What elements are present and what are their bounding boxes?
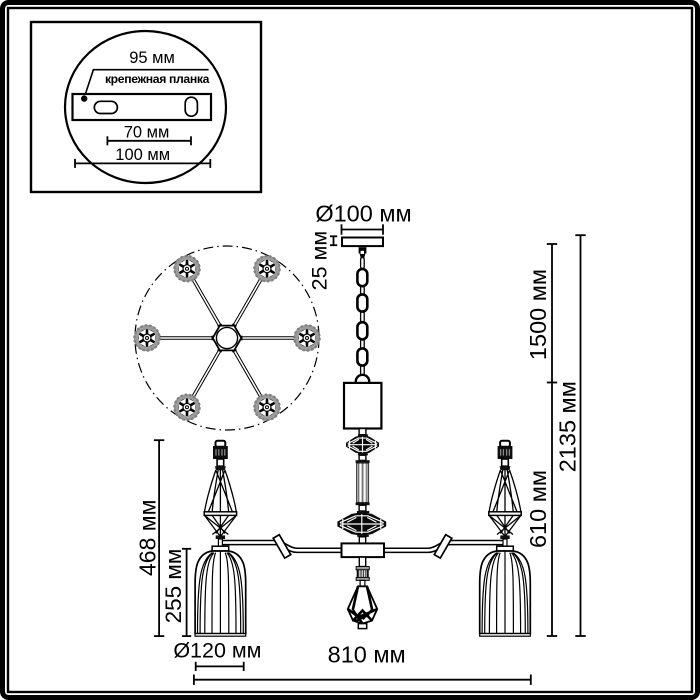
svg-text:крепежная планка: крепежная планка [105,72,210,86]
svg-text:1500 мм: 1500 мм [525,269,551,360]
svg-text:70 мм: 70 мм [124,124,170,142]
svg-text:Ø120 мм: Ø120 мм [173,639,261,663]
svg-text:95 мм: 95 мм [129,49,175,67]
svg-text:468 мм: 468 мм [135,500,161,576]
svg-text:2135 мм: 2135 мм [555,381,581,472]
svg-text:810 мм: 810 мм [328,642,406,668]
svg-text:100 мм: 100 мм [115,146,170,164]
svg-text:610 мм: 610 мм [525,470,551,548]
svg-text:25 мм: 25 мм [308,231,332,290]
svg-text:Ø100 мм: Ø100 мм [315,201,411,227]
svg-text:255 мм: 255 мм [161,549,186,624]
